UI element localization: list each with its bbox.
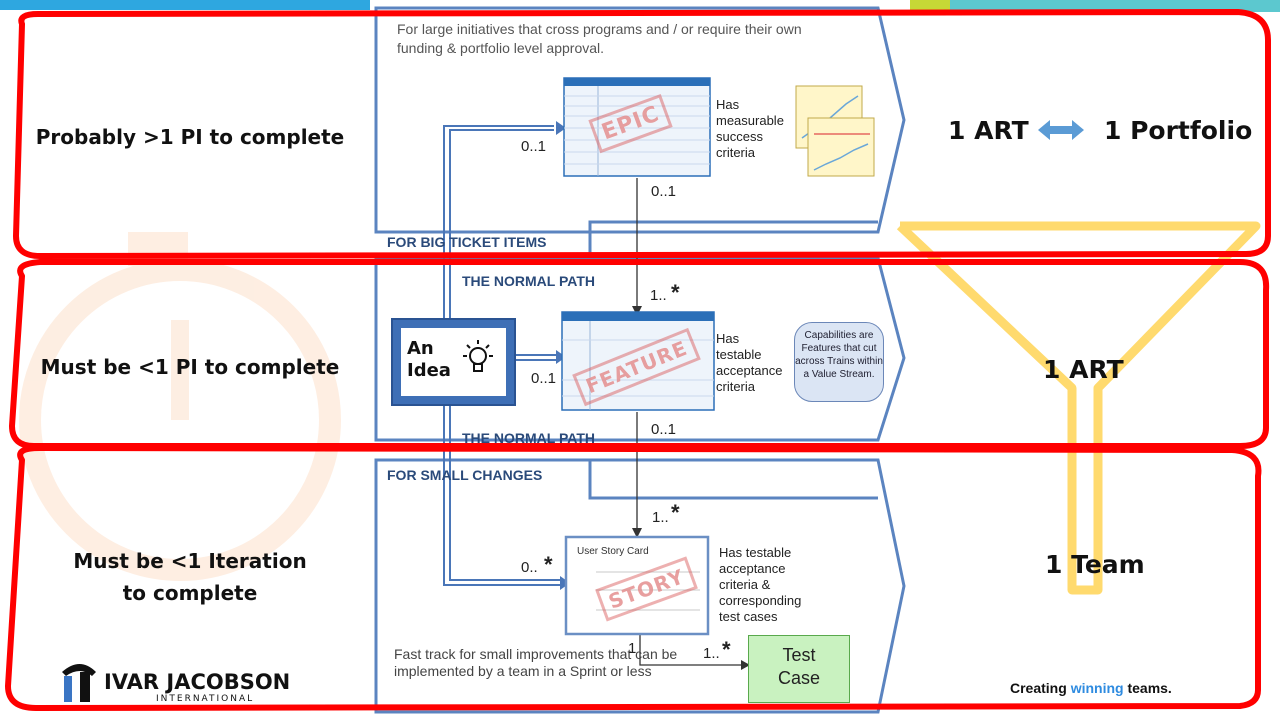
story-card	[564, 535, 710, 636]
test-case-line1: Test	[782, 645, 816, 665]
idea-text-line2: Idea	[407, 360, 451, 381]
row-label-story-line2: to complete	[122, 581, 258, 605]
mult-feature-in-left: 0..1	[531, 370, 557, 387]
capabilities-callout: Capabilities are Features that cut acros…	[794, 322, 884, 402]
mult-story-in-top: 1..	[652, 509, 669, 526]
mult-star-2: *	[671, 500, 680, 525]
epic-template-table	[563, 77, 711, 177]
small-changes-tab	[378, 458, 878, 500]
feature-template-table	[561, 311, 715, 411]
vertical-connectors	[636, 178, 744, 666]
epic-panel	[374, 6, 906, 234]
feature-desc-3: acceptance	[716, 363, 783, 378]
logo-sub: INTERNATIONAL	[156, 694, 255, 704]
note-large-initiatives: For large initiatives that cross program…	[397, 21, 802, 56]
row-label-story-line1: Must be <1 Iteration	[73, 549, 307, 573]
tagline-prefix: Creating	[1010, 680, 1071, 696]
stopwatch-watermark-icon	[19, 232, 341, 581]
bidirectional-arrow-icon	[1038, 120, 1084, 140]
story-desc-4: corresponding	[719, 593, 802, 608]
top-strip-teal	[950, 0, 1280, 12]
row-label-feature: Must be <1 PI to complete	[40, 355, 340, 379]
arrowheads-black	[632, 306, 750, 670]
epic-desc-1: Has	[716, 97, 740, 112]
logo-name: IVAR JACOBSON	[104, 670, 291, 694]
epic-desc-3: success	[716, 129, 763, 144]
mult-star-1: *	[671, 280, 680, 305]
story-desc-1: Has testable	[719, 545, 792, 560]
idea-box: An Idea	[391, 318, 516, 406]
mult-feature-in-top: 1..	[650, 287, 667, 304]
top-strip-lime	[910, 0, 950, 12]
top-strip-blue	[0, 0, 370, 10]
idea-text-line1: An	[407, 338, 434, 359]
mult-epic-in: 0..1	[521, 138, 547, 155]
funnel-graphic	[896, 221, 1261, 595]
epic-desc-2: measurable	[716, 113, 784, 128]
tagline: Creating winning teams.	[1010, 680, 1172, 696]
epic-desc-4: criteria	[716, 145, 756, 160]
feature-desc-4: criteria	[716, 379, 756, 394]
idea-box-inner: An Idea	[401, 328, 506, 396]
epic-chart-thumbnails	[795, 85, 875, 177]
mult-testcase-in: 1..	[703, 645, 720, 662]
feature-panel	[374, 256, 906, 442]
test-case-box: Test Case	[748, 635, 850, 703]
red-highlight-outlines	[5, 9, 1271, 711]
story-desc-3: criteria &	[719, 577, 771, 592]
test-case-line2: Case	[777, 668, 821, 688]
mult-star-3: *	[544, 552, 553, 577]
label-normal-path-bottom: THE NORMAL PATH	[462, 430, 595, 446]
idea-routing-lines	[443, 125, 560, 586]
tagline-suffix: teams.	[1123, 680, 1172, 696]
mult-feature-out: 0..1	[651, 421, 677, 438]
label-art-mid: 1 ART	[1043, 355, 1124, 384]
story-desc-5: test cases	[719, 609, 778, 624]
story-card-title: User Story Card	[577, 546, 649, 557]
note-fast-track: Fast track for small improvements that c…	[394, 646, 678, 679]
label-normal-path-top: THE NORMAL PATH	[462, 273, 595, 289]
label-portfolio: 1 Portfolio	[1104, 116, 1253, 145]
label-team: 1 Team	[1045, 550, 1145, 579]
label-small-changes: FOR SMALL CHANGES	[387, 467, 543, 483]
lightbulb-icon	[463, 340, 493, 372]
story-panel	[374, 458, 906, 714]
label-art-top: 1 ART	[948, 116, 1029, 145]
mult-star-4: *	[722, 637, 731, 662]
story-desc-2: acceptance	[719, 561, 786, 576]
feature-desc-1: Has	[716, 331, 740, 346]
mult-story-in-left: 0..	[521, 559, 538, 576]
label-big-ticket-items: FOR BIG TICKET ITEMS	[387, 234, 547, 250]
mult-epic-out: 0..1	[651, 183, 677, 200]
row-label-epic: Probably >1 PI to complete	[35, 125, 345, 149]
ivar-jacobson-logo-mark	[62, 664, 96, 702]
mult-story-out: 1	[628, 640, 637, 657]
feature-desc-2: testable	[716, 347, 762, 362]
tagline-highlight: winning	[1070, 680, 1124, 696]
